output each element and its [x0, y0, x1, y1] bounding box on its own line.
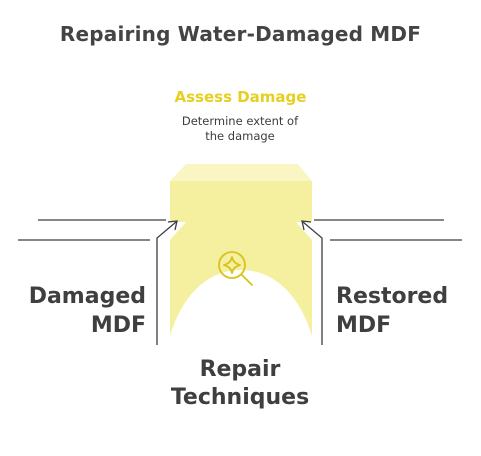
left-label: Damaged MDF [10, 282, 146, 340]
right-label: Restored MDF [336, 282, 476, 340]
center-label: Repair Techniques [140, 356, 340, 412]
right-label-line-1: Restored [336, 284, 449, 309]
step-block-body [170, 181, 312, 336]
left-arrow-line [156, 221, 177, 345]
right-label-line-2: MDF [336, 313, 392, 338]
right-arrow-head [301, 220, 312, 231]
step-description: Determine extent of the damage [160, 114, 320, 144]
step-block-top [170, 164, 312, 181]
left-label-line-1: Damaged [28, 284, 146, 309]
center-label-line-2: Techniques [170, 385, 310, 410]
left-arrow-head [167, 220, 178, 231]
magnifier-sparkle-icon [218, 251, 253, 286]
step-description-line-2: the damage [205, 129, 275, 143]
diagram-title: Repairing Water-Damaged MDF [59, 22, 422, 46]
step-description-line-1: Determine extent of [181, 114, 299, 128]
step-title: Assess Damage [174, 88, 307, 106]
left-label-line-2: MDF [90, 313, 146, 338]
center-label-line-1: Repair [199, 357, 281, 382]
right-arrow-line [302, 221, 323, 345]
